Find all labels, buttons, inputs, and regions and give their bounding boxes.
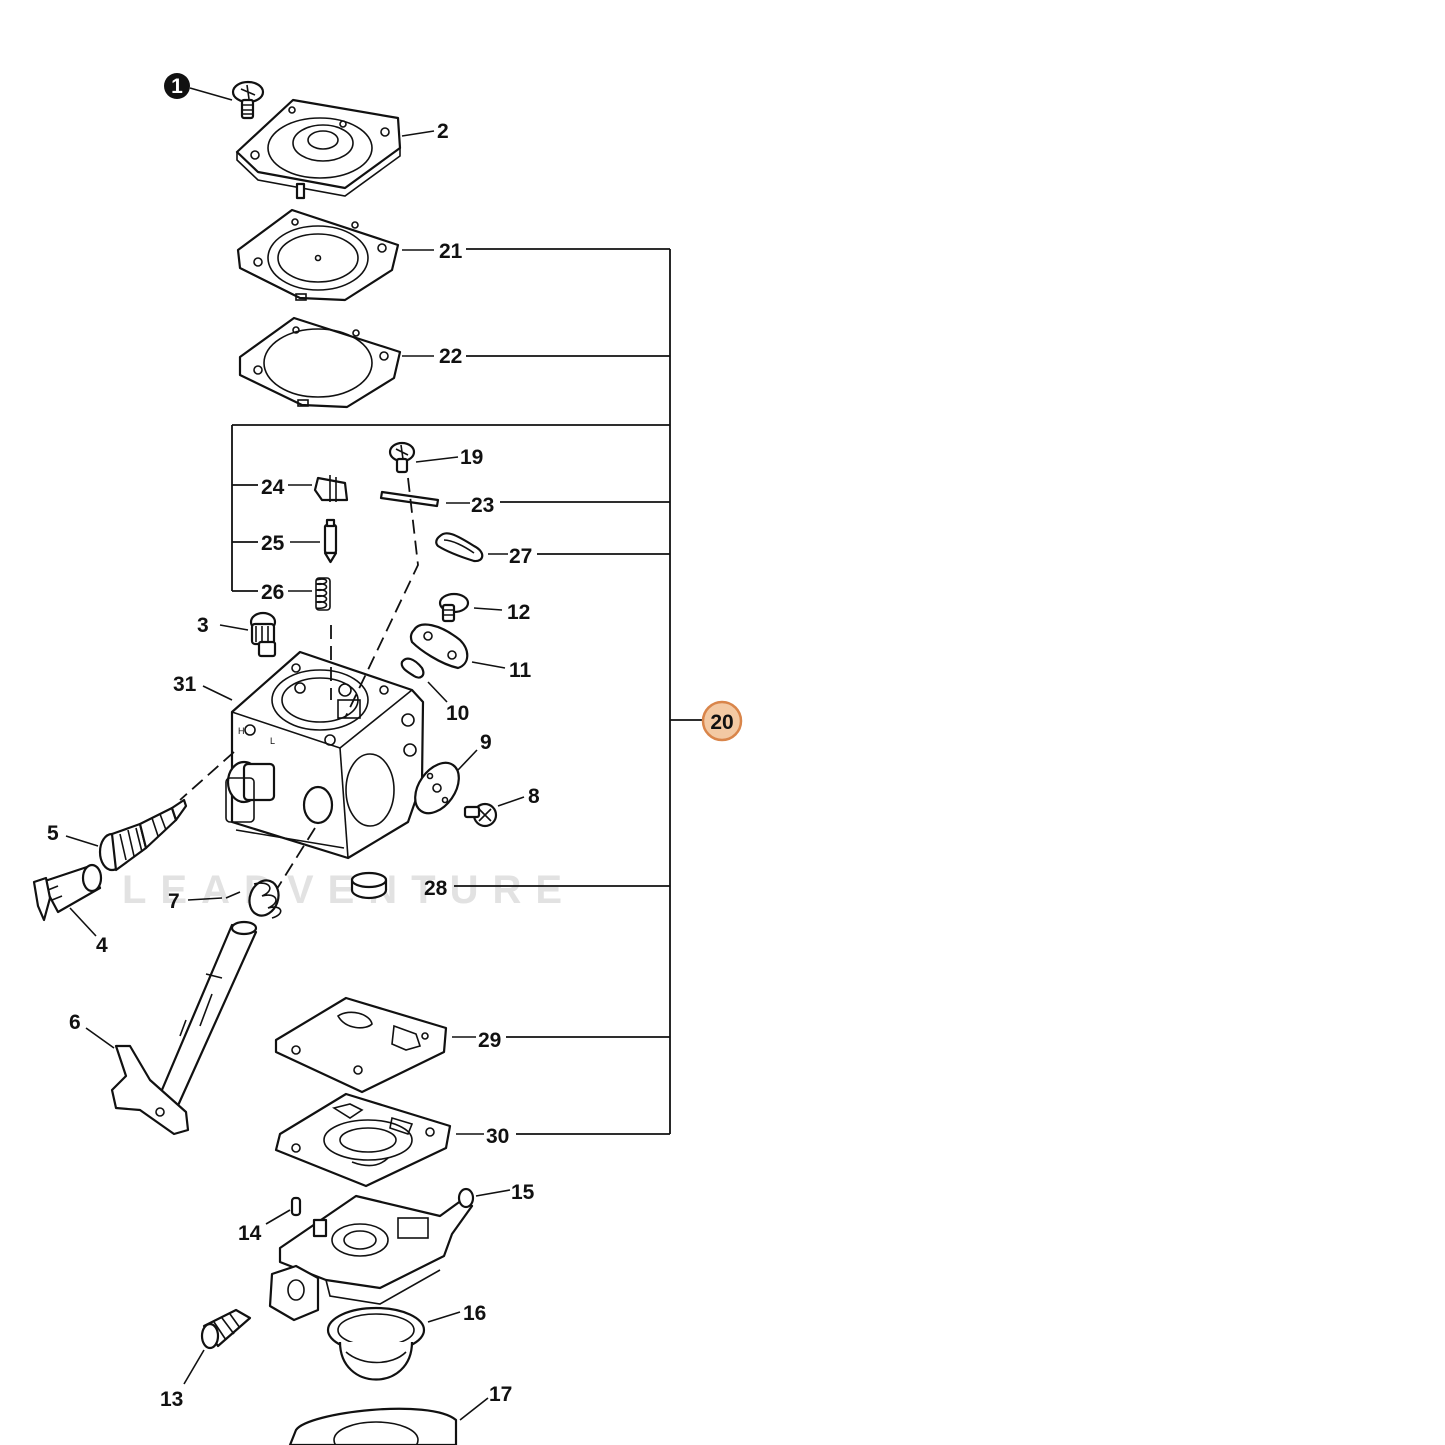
part-14-pin[interactable] <box>290 1196 302 1217</box>
callout-31[interactable]: 31 <box>173 673 197 696</box>
callout-7[interactable]: 7 <box>168 890 180 913</box>
callout-19[interactable]: 19 <box>460 446 483 469</box>
part-4-limiter-cap[interactable] <box>32 863 103 922</box>
part-19-screw[interactable] <box>388 441 416 474</box>
callout-12[interactable]: 12 <box>507 601 530 624</box>
callout-10[interactable]: 10 <box>446 702 469 725</box>
callout-23[interactable]: 23 <box>471 494 494 517</box>
l-mark: L <box>270 736 275 746</box>
callout-3[interactable]: 3 <box>197 614 209 637</box>
callout-17[interactable]: 17 <box>489 1383 512 1406</box>
callout-30[interactable]: 30 <box>486 1125 509 1148</box>
part-2-pump-cover[interactable] <box>235 98 402 200</box>
part-3-adjust-screw[interactable] <box>249 611 277 658</box>
callout-14[interactable]: 14 <box>238 1222 262 1245</box>
part-8-screw[interactable] <box>463 802 498 828</box>
callout-29[interactable]: 29 <box>478 1029 501 1052</box>
watermark: LEADVENTURE <box>122 868 576 912</box>
callout-28[interactable]: 28 <box>424 877 448 900</box>
leader-lines <box>65 87 525 1421</box>
svg-text:20: 20 <box>710 711 733 734</box>
svg-text:1: 1 <box>171 75 183 98</box>
part-29-gasket[interactable] <box>274 996 448 1094</box>
callout-11[interactable]: 11 <box>509 659 532 682</box>
h-mark: H <box>238 726 245 736</box>
part-22-gasket[interactable] <box>238 316 402 409</box>
callout-16[interactable]: 16 <box>463 1302 486 1325</box>
part-23-pin[interactable] <box>379 490 440 508</box>
part-13-screw[interactable] <box>200 1308 252 1350</box>
part-10-clip[interactable] <box>400 657 425 679</box>
part-5-mixture-screw[interactable] <box>98 798 188 872</box>
callout-15[interactable]: 15 <box>511 1181 535 1204</box>
callout-6[interactable]: 6 <box>69 1011 81 1034</box>
callout-2[interactable]: 2 <box>437 120 449 143</box>
part-26-spring[interactable] <box>315 577 331 611</box>
part-30-diaphragm[interactable] <box>274 1092 452 1188</box>
part-31-carburetor-body[interactable]: H L <box>225 650 425 860</box>
part-27-seal[interactable] <box>435 532 484 563</box>
part-15-pump-body[interactable] <box>268 1187 475 1322</box>
part-21-pump-diaphragm[interactable] <box>236 208 400 302</box>
part-9-disc[interactable] <box>406 755 468 822</box>
part-11-plate[interactable] <box>409 623 469 670</box>
callout-8[interactable]: 8 <box>528 785 540 808</box>
callout-25[interactable]: 25 <box>261 532 285 555</box>
callout-1[interactable]: 1 <box>164 73 190 99</box>
part-1-screw[interactable] <box>231 80 265 120</box>
part-7-spring[interactable] <box>225 876 283 919</box>
callout-5[interactable]: 5 <box>47 822 59 845</box>
part-25-needle-valve[interactable] <box>323 518 338 564</box>
callout-20-highlighted[interactable]: 20 <box>701 700 743 742</box>
part-28-plug[interactable] <box>350 871 388 900</box>
callout-13[interactable]: 13 <box>160 1388 183 1411</box>
kit-bracket <box>231 248 704 1135</box>
part-24-control-lever[interactable] <box>313 475 349 502</box>
callout-27[interactable]: 27 <box>509 545 532 568</box>
part-17-gasket[interactable] <box>288 1407 458 1445</box>
callout-24[interactable]: 24 <box>261 476 285 499</box>
part-16-primer-bulb[interactable] <box>326 1306 426 1381</box>
callout-26[interactable]: 26 <box>261 581 284 604</box>
callout-21[interactable]: 21 <box>439 240 463 263</box>
part-6-throttle-shaft[interactable] <box>110 920 258 1136</box>
callout-4[interactable]: 4 <box>96 934 108 957</box>
callout-22[interactable]: 22 <box>439 345 462 368</box>
callout-9[interactable]: 9 <box>480 731 492 754</box>
part-12-screw[interactable] <box>438 592 470 623</box>
